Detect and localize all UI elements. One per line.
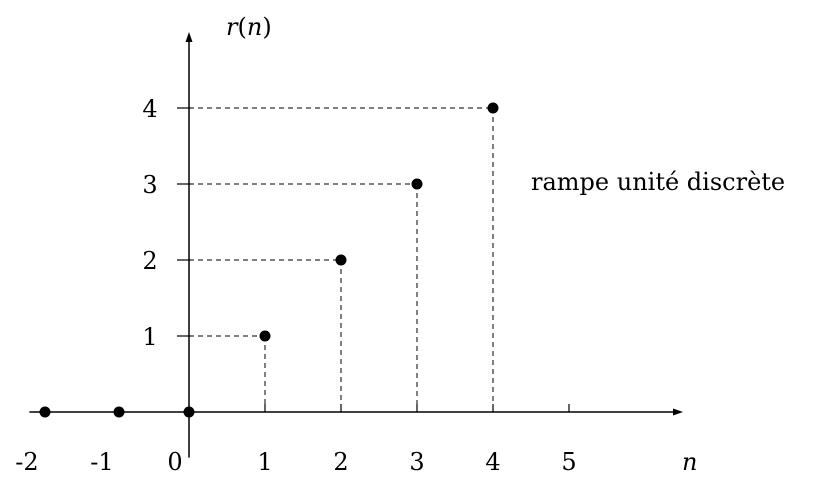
x-tick-label-5: 5: [561, 448, 576, 476]
point-n0: [183, 406, 195, 418]
y-axis-label-var: n: [247, 13, 262, 41]
x-tick-label-3: 3: [409, 448, 424, 476]
chart-annotation: rampe unité discrète: [531, 168, 785, 196]
x-axis-label: n: [682, 448, 697, 476]
tick-labels: -2 -1 0 1 2 3 4 5 1 2 3 4: [15, 95, 576, 476]
x-tick-label-1: 1: [257, 448, 272, 476]
x-axis-arrow: [673, 408, 683, 416]
y-tick-label-4: 4: [142, 95, 157, 123]
y-axis-label-func: r: [226, 13, 239, 41]
y-axis-label-rparen: ): [262, 13, 271, 41]
y-tick-label-1: 1: [142, 323, 157, 351]
dashed-guides: [189, 107, 494, 412]
x-tick-label-0: 0: [167, 448, 182, 476]
point-n4: [487, 102, 499, 114]
x-tick-label--2: -2: [15, 448, 38, 476]
y-axis-arrow: [185, 32, 193, 42]
point-n-1: [113, 406, 125, 418]
y-tick-label-2: 2: [142, 247, 157, 275]
data-points: [39, 102, 499, 418]
point-n-2: [39, 406, 51, 418]
point-n2: [335, 254, 347, 266]
axes: [29, 32, 683, 458]
y-axis-label-lparen: (: [237, 13, 246, 41]
ticks: [177, 107, 570, 412]
y-tick-label-3: 3: [142, 171, 157, 199]
x-tick-label-2: 2: [333, 448, 348, 476]
x-tick-label-4: 4: [485, 448, 500, 476]
point-n1: [259, 330, 271, 342]
x-tick-label--1: -1: [90, 448, 113, 476]
y-axis-label: r(n): [226, 13, 272, 41]
point-n3: [411, 178, 423, 190]
